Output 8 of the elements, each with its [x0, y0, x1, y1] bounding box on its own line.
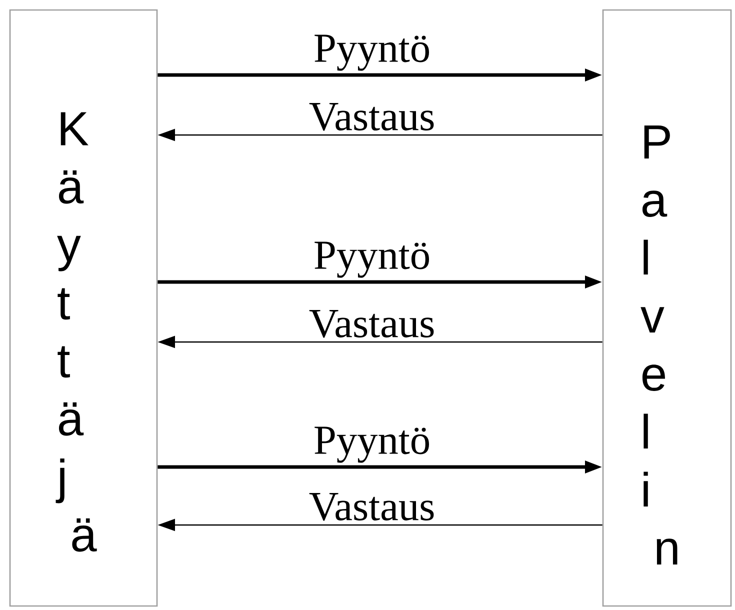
side-box: Käyttäjä [9, 9, 158, 607]
edge-label: Pyyntö [314, 426, 429, 463]
edge-label: Pyyntö [314, 34, 429, 71]
edge-label: Vastaus [309, 310, 434, 338]
side-box: Palvelin [602, 9, 732, 607]
edge-label: Vastaus [309, 103, 434, 131]
edge-label: Pyyntö [314, 242, 429, 278]
edge-label: Vastaus [309, 493, 434, 521]
